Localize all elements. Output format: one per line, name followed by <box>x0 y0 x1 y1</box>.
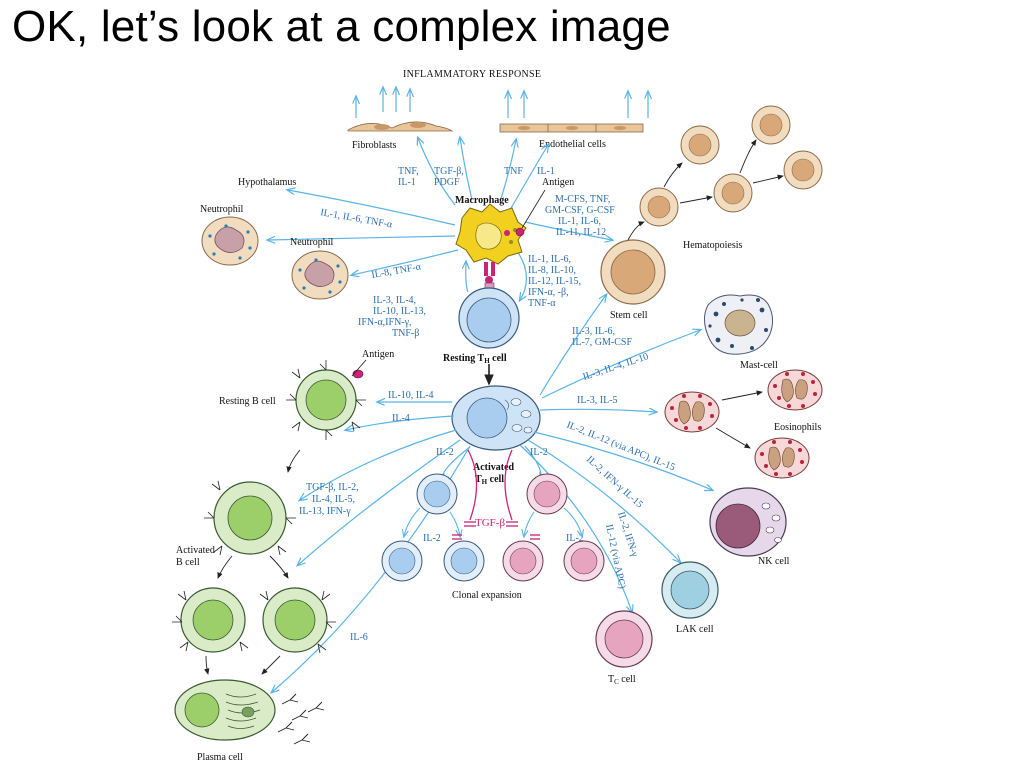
cyto-il6: IL-6 <box>350 632 368 643</box>
fibroblasts-label: Fibroblasts <box>352 140 397 151</box>
cyto-eos: IL-3, IL-5 <box>577 395 618 406</box>
eosinophil-1 <box>664 391 720 433</box>
neutrophil-2-label: Neutrophil <box>290 237 334 248</box>
endothelial-cells <box>499 123 644 133</box>
cyto-nk: IL-2, IL-12 (via APC), IL-15 <box>565 420 677 474</box>
cyto-pdgf: PDGF <box>434 177 460 188</box>
cyto-mast: IL-3, IL-4, IL-10 <box>582 351 650 383</box>
hematopoiesis-arrows <box>627 139 784 241</box>
lak-cell <box>661 561 719 619</box>
cyto-tnf: TNF, <box>398 166 419 177</box>
plasma-cell <box>174 679 276 741</box>
cyto-stem-1: IL-3, IL-6, <box>572 326 615 337</box>
eosinophil-2 <box>767 369 823 411</box>
inflammatory-response-header: INFLAMMATORY RESPONSE <box>403 69 541 80</box>
nk-cell <box>709 487 787 557</box>
b-to-plasma-arrows <box>204 655 281 675</box>
fibroblasts-cells <box>347 121 454 132</box>
antigen-b-pointer-line <box>351 359 367 377</box>
activated-th-label-1: Activated <box>473 462 515 473</box>
activated-b-label-2: B cell <box>176 557 200 568</box>
neutrophil-cell-2 <box>291 250 349 300</box>
clonal-expansion-cells <box>381 473 605 582</box>
cyto-b-act-2: IL-4, IL-5, <box>312 494 355 505</box>
cyto-mac-th-3: IL-12, IL-15, <box>528 276 581 287</box>
b-activation-arrow <box>286 449 301 473</box>
neutrophil-1-label: Neutrophil <box>200 204 244 215</box>
cyto-th-mac-4: TNF-β <box>392 328 419 339</box>
cyto-mcfs-1: M-CFS, TNF, <box>555 194 610 205</box>
cyto-mac-th-2: IL-8, IL-10, <box>528 265 576 276</box>
cyto-il1: IL-1 <box>398 177 416 188</box>
cyto-b-act-1: TGF-β, IL-2, <box>306 482 359 493</box>
cyto-mcfs-4: IL-11, IL-12 <box>556 227 606 238</box>
antigen-top-label: Antigen <box>542 177 574 188</box>
resting-th-cell <box>458 287 520 349</box>
endothelial-label: Endothelial cells <box>539 139 606 150</box>
cyto-tnf-endo: TNF <box>504 166 523 177</box>
resting-th-label: Resting TH cell <box>443 353 507 365</box>
mast-cell <box>704 294 774 355</box>
stem-cell-label: Stem cell <box>610 310 648 321</box>
eosinophil-arrows <box>715 390 763 449</box>
hematopoiesis-label: Hematopoiesis <box>683 240 743 251</box>
hematopoiesis-cells <box>639 105 823 227</box>
hypothalamus-label: Hypothalamus <box>238 177 296 188</box>
activated-th-cell <box>451 385 541 451</box>
cyto-th-mac-2: IL-10, IL-13, <box>373 306 426 317</box>
eosinophil-cells <box>664 369 823 479</box>
daughter-b-cells <box>172 587 336 654</box>
cyto-b-il4: IL-4 <box>392 413 410 424</box>
activated-b-label-1: Activated <box>176 545 215 556</box>
cyto-mcfs-3: IL-1, IL-6, <box>558 216 601 227</box>
antibody-molecules <box>277 693 325 745</box>
cyto-il1-il6-tnf: IL-1, IL-6, TNF-α <box>319 207 393 231</box>
eosinophils-label: Eosinophils <box>774 422 821 433</box>
clonal-expansion-label: Clonal expansion <box>452 590 522 601</box>
slide-title: OK, let’s look at a complex image <box>12 2 671 51</box>
endothelial-up-arrows <box>508 92 648 118</box>
macrophage-label: Macrophage <box>455 195 509 206</box>
cyto-mcfs-2: GM-CSF, G-CSF <box>545 205 615 216</box>
cyto-mac-th-4: IFN-α, -β, <box>528 287 569 298</box>
clonal-expansion-arrows <box>404 507 582 536</box>
nk-cell-label: NK cell <box>758 556 790 567</box>
cyto-il2-left: IL-2 <box>436 447 454 458</box>
cyto-il2-clonal-left: IL-2 <box>423 533 441 544</box>
antigen-b-label: Antigen <box>362 349 394 360</box>
cyto-il2-clonal-right: IL-2 <box>566 533 584 544</box>
cyto-th-mac-1: IL-3, IL-4, <box>373 295 416 306</box>
tc-cell-label: TC cell <box>608 674 636 686</box>
plasma-cell-label: Plasma cell <box>197 752 243 763</box>
cyto-il2-right: IL-2 <box>530 447 548 458</box>
macrophage-cell <box>455 203 527 294</box>
cyto-il1-endo: IL-1 <box>537 166 555 177</box>
antigen-pointer-line <box>521 189 546 229</box>
cyto-b-act-3: IL-13, IFN-γ <box>299 506 351 517</box>
b-division-arrows <box>217 555 289 579</box>
activated-b-cell <box>204 480 296 556</box>
fibroblast-up-arrows <box>356 88 410 118</box>
resting-b-cell <box>286 360 366 440</box>
cyto-th-mac-3: IFN-α,IFN-γ, <box>358 317 412 328</box>
activated-th-label-2: TH cell <box>475 474 504 486</box>
cyto-b-rest: IL-10, IL-4 <box>388 390 434 401</box>
tgf-beta-center-label: TGF-β <box>475 517 505 529</box>
eosinophil-3 <box>754 437 810 479</box>
stem-cell <box>600 239 666 305</box>
lak-cell-label: LAK cell <box>676 624 714 635</box>
resting-b-label: Resting B cell <box>219 396 276 407</box>
cyto-mac-th-5: TNF-α <box>528 298 556 309</box>
cyto-tgf: TGF-β, <box>434 166 464 177</box>
mast-cell-label: Mast-cell <box>740 360 778 371</box>
tgf-beta-inhibition-lines <box>452 449 540 540</box>
neutrophil-cell-1 <box>201 216 259 266</box>
tc-cell <box>595 610 653 668</box>
cyto-stem-2: IL-7, GM-CSF <box>572 337 632 348</box>
cyto-mac-th-1: IL-1, IL-6, <box>528 254 571 265</box>
